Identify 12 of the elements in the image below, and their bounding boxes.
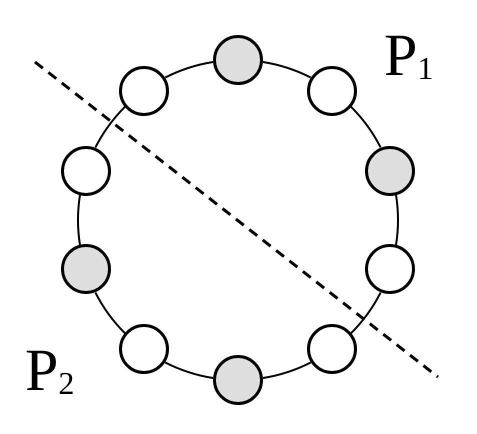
- partition-label: P$_{1}$: [384, 25, 434, 85]
- partition-label: P$_{2}$: [25, 340, 74, 400]
- ring-arc: [350, 292, 382, 334]
- ring-arc: [164, 362, 214, 380]
- ring-arc: [262, 60, 312, 78]
- ring-arc: [94, 106, 126, 148]
- ring-arc: [77, 194, 81, 246]
- ring-arc: [350, 106, 382, 148]
- ring-arc: [164, 60, 214, 78]
- ring-arc: [395, 194, 399, 246]
- ring-arc: [262, 362, 312, 380]
- ring-arc: [94, 292, 126, 334]
